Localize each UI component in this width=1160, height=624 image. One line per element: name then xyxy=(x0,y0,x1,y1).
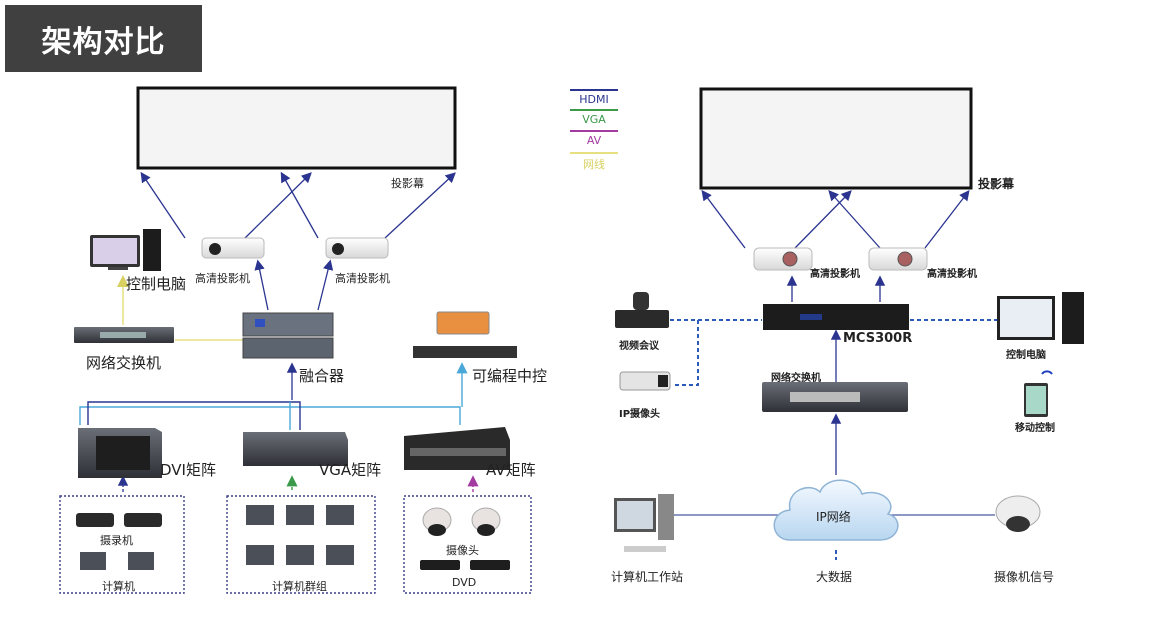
left-projector-2-label: 高清投影机 xyxy=(335,272,390,285)
wifi-icon xyxy=(1041,370,1053,375)
computer-icons-dvi xyxy=(80,552,154,570)
right-projection-screen xyxy=(699,87,973,190)
left-projector-1-icon xyxy=(201,237,265,259)
workstation-icon xyxy=(614,494,674,552)
camcorder-icons xyxy=(76,513,162,527)
central-control-label: 可编程中控 xyxy=(472,367,548,385)
computer-label: 计算机 xyxy=(102,580,135,593)
workstation-label: 计算机工作站 xyxy=(611,570,684,584)
page-title: 架构对比 xyxy=(41,24,166,60)
blender-device-icon xyxy=(242,312,334,359)
dome-camera-signal-icon xyxy=(995,495,1041,532)
left-control-pc-label: 控制电脑 xyxy=(126,275,187,293)
right-projector-2-icon xyxy=(868,247,928,271)
left-projector-2-icon xyxy=(325,237,389,259)
legend-network: 网线 xyxy=(570,152,618,172)
right-control-pc-label: 控制电脑 xyxy=(1006,350,1046,361)
right-switch-icon xyxy=(762,382,908,412)
central-control-icon xyxy=(413,311,517,358)
left-projector-1-label: 高清投影机 xyxy=(195,272,250,285)
left-network-switch-icon xyxy=(74,327,174,343)
left-control-pc-icon xyxy=(90,229,161,271)
page-title-box: 架构对比 xyxy=(5,5,202,72)
right-switch-label: 网络交换机 xyxy=(771,373,821,384)
computer-cluster-icons xyxy=(246,505,354,565)
dvi-source-box xyxy=(59,495,185,594)
video-conference-label: 视频会议 xyxy=(619,341,659,352)
ip-camera-icon xyxy=(619,371,671,391)
legend-hdmi: HDMI xyxy=(570,89,618,106)
right-screen-label: 投影幕 xyxy=(978,177,1015,191)
right-control-pc-icon xyxy=(997,292,1084,344)
av-matrix-icon xyxy=(404,427,510,470)
ip-network-cloud xyxy=(773,479,899,541)
legend-vga: VGA xyxy=(570,109,618,126)
camcorder-label: 摄录机 xyxy=(100,534,133,547)
blender-label: 融合器 xyxy=(299,367,345,385)
mobile-device-icon xyxy=(1024,370,1053,417)
camera-signal-label: 摄像机信号 xyxy=(994,570,1055,584)
dvi-matrix-label: DVI矩阵 xyxy=(160,461,216,479)
left-projection-screen xyxy=(136,86,457,170)
right-projector-2-label: 高清投影机 xyxy=(927,269,977,280)
dvd-label: DVD xyxy=(452,576,477,589)
left-switch-label: 网络交换机 xyxy=(86,354,162,372)
mcs300r-device-icon xyxy=(763,304,909,330)
vga-matrix-label: VGA矩阵 xyxy=(319,461,382,479)
dome-camera-icons xyxy=(422,507,501,536)
right-projector-1-icon xyxy=(753,247,813,271)
dvi-matrix-icon xyxy=(78,428,162,478)
video-conference-icon xyxy=(615,292,669,328)
vga-matrix-icon xyxy=(243,432,348,466)
computer-cluster-label: 计算机群组 xyxy=(272,580,327,593)
ip-network-label: IP网络 xyxy=(816,510,851,524)
left-screen-label: 投影幕 xyxy=(391,177,424,190)
vga-source-box xyxy=(226,495,376,594)
legend-av: AV xyxy=(570,130,618,147)
av-matrix-label: AV矩阵 xyxy=(486,461,536,479)
mobile-control-label: 移动控制 xyxy=(1015,423,1055,434)
right-projector-1-label: 高清投影机 xyxy=(810,269,860,280)
camera-label: 摄像头 xyxy=(446,544,479,557)
mcs300r-label: MCS300R xyxy=(843,331,913,346)
ip-camera-label: IP摄像头 xyxy=(619,409,661,420)
dvd-player-icons xyxy=(420,560,510,570)
big-data-label: 大数据 xyxy=(816,570,853,584)
